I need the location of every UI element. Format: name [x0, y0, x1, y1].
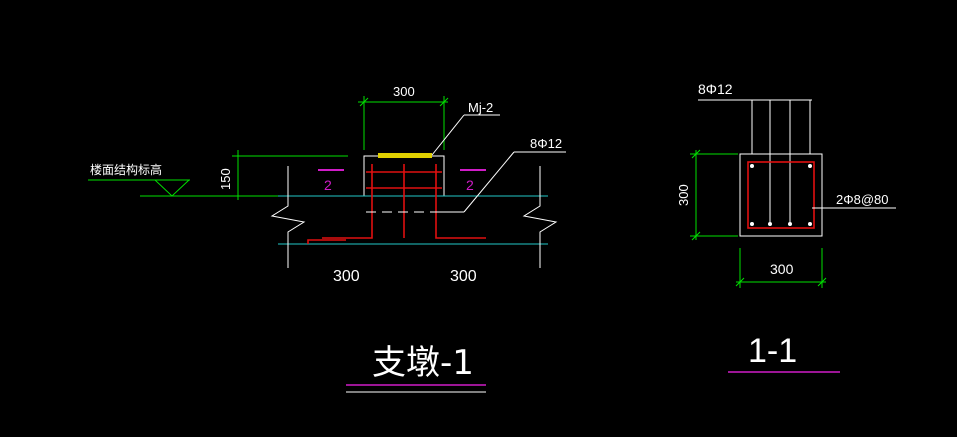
label-rebar-8phi12-left: 8Φ12: [530, 136, 562, 151]
mj2-leader: [431, 114, 465, 156]
left-detail-title: 支墩-1: [372, 343, 474, 383]
label-stirrup: 2Φ8@80: [836, 192, 889, 207]
floor-elevation-symbol: [88, 179, 272, 197]
dim-300-top-lines: [358, 96, 449, 150]
rebar-leader: [440, 151, 566, 213]
pier-rebar: [307, 164, 486, 244]
section-mark-right: 2: [466, 177, 474, 193]
slab-break-lines: [270, 166, 558, 268]
embedded-plate-mj2: [378, 153, 432, 158]
stirrup: [747, 161, 815, 229]
dim-300-bottom-right-label: 300: [450, 268, 477, 285]
dim-300-right-bottom-label: 300: [770, 261, 794, 277]
dim-300-top-label: 300: [393, 84, 415, 99]
floor-slab: [278, 195, 548, 245]
label-rebar-8phi12-right: 8Φ12: [698, 81, 733, 97]
right-detail: 8Φ12 2Φ8@80 300: [676, 81, 896, 373]
section-outline: [739, 153, 823, 237]
column-bars-above: [698, 99, 812, 222]
corner-bars: [750, 164, 812, 226]
dim-300-right-left-label: 300: [676, 184, 691, 206]
dim-150-label: 150: [218, 168, 233, 190]
floor-elevation-label: 楼面结构标高: [90, 162, 162, 177]
dim-300-bottom-left-label: 300: [333, 268, 360, 285]
left-detail: 楼面结构标高 150 300 Mj-2: [88, 84, 566, 393]
dim-300-right-left-lines: [690, 149, 738, 241]
section-mark-left: 2: [324, 177, 332, 193]
dim-300-right-bottom-lines: [735, 248, 827, 288]
label-mj2: Mj-2: [468, 100, 493, 115]
right-detail-title: 1-1: [748, 332, 797, 370]
